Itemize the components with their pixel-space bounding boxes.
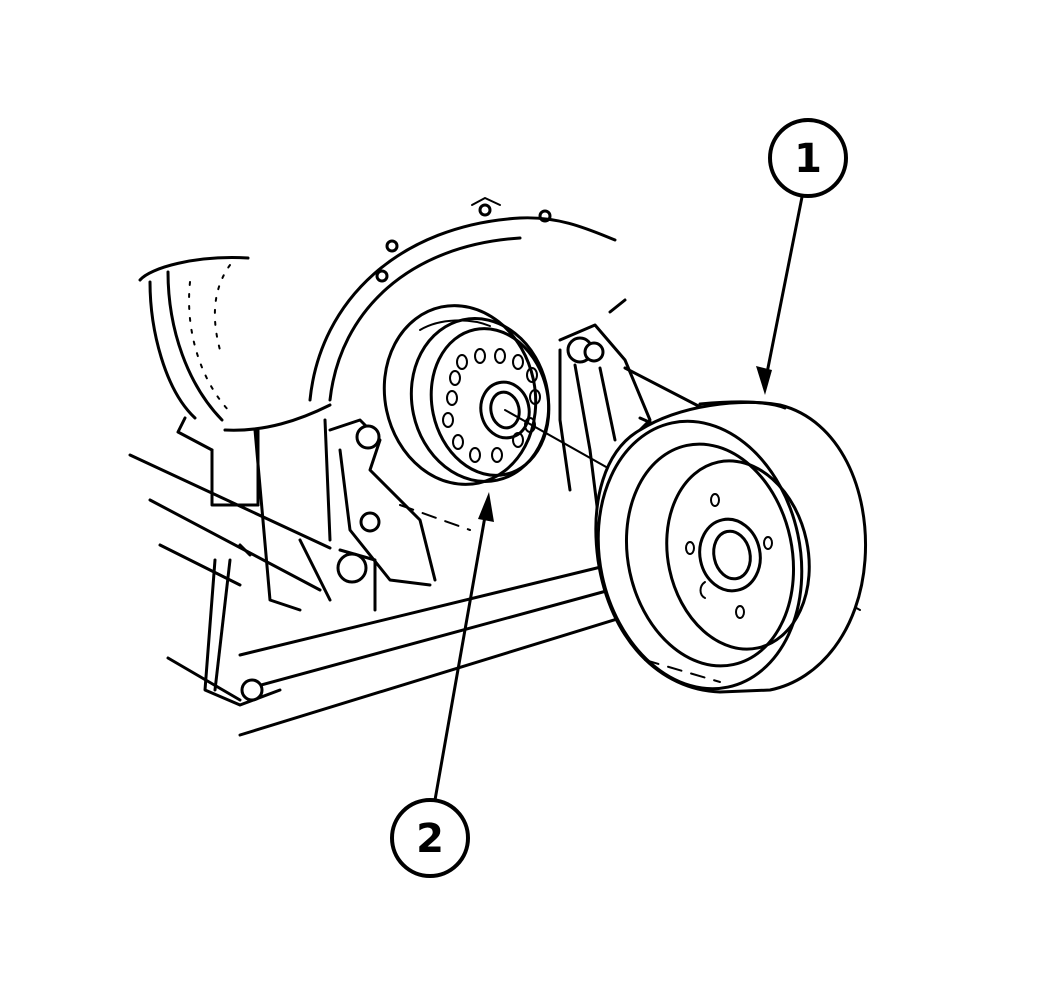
left-mount-bracket [203, 418, 437, 707]
callout-2: 2 [390, 492, 494, 878]
outer-damper-pulley [594, 400, 868, 694]
callout-2-label: 2 [416, 816, 444, 862]
inner-pulley [382, 304, 551, 486]
right-support-arm [558, 298, 652, 532]
callout-1-label: 1 [794, 136, 822, 182]
flywheel-housing [308, 197, 617, 402]
frame-rails [128, 366, 712, 737]
callout-1: 1 [756, 118, 848, 395]
damper-bolt-holes [685, 493, 773, 619]
pulley-bolt-holes [442, 348, 541, 463]
